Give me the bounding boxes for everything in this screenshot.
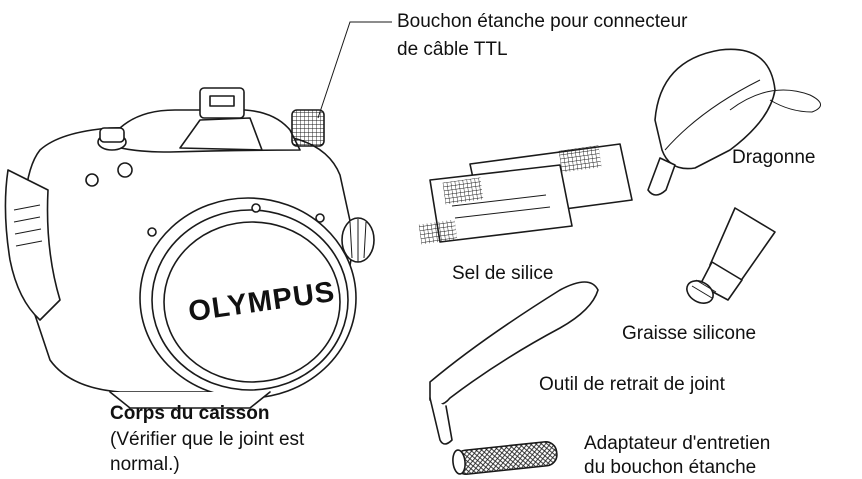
oring-tool-label: Outil de retrait de joint xyxy=(539,374,725,395)
ttl-plug-drawing xyxy=(291,109,325,147)
plug-label-line2: de câble TTL xyxy=(397,39,508,60)
adapter-label-line2: du bouchon étanche xyxy=(584,457,757,478)
lens-cap-drawing xyxy=(163,221,341,383)
housing-body-note-line2: normal.) xyxy=(110,454,180,475)
silicone-grease-drawing xyxy=(686,207,776,304)
housing-body-note-line1: (Vérifier que le joint est xyxy=(110,429,305,450)
adapter-label-line1: Adaptateur d'entretien xyxy=(584,433,771,454)
plug-leader-line xyxy=(317,21,392,119)
housing-body-drawing xyxy=(4,87,375,409)
strap-drawing xyxy=(647,48,821,196)
silica-gel-drawing xyxy=(418,143,633,245)
silica-gel-label: Sel de silice xyxy=(452,263,554,284)
plug-label-line1: Bouchon étanche pour connecteur xyxy=(397,11,688,32)
silicone-grease-label: Graisse silicone xyxy=(622,323,757,344)
oring-tool-drawing xyxy=(429,281,599,445)
plug-adapter-drawing xyxy=(452,441,558,475)
housing-body-title: Corps du caisson xyxy=(110,403,270,424)
strap-label: Dragonne xyxy=(732,147,816,168)
